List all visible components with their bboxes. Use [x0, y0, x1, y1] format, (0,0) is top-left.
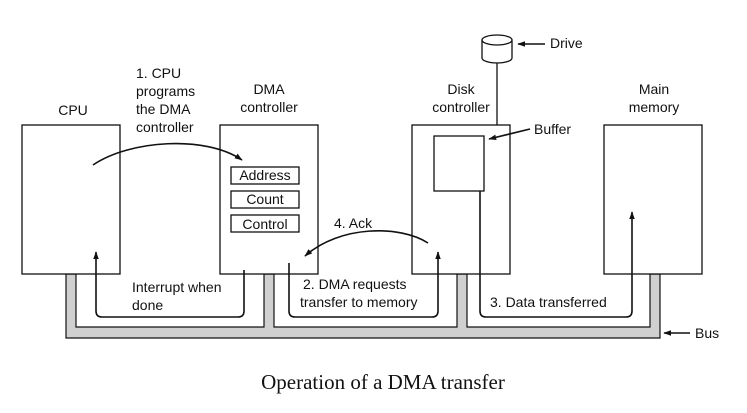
dma-register-count-label: Count	[246, 191, 283, 207]
cpu-box	[21, 124, 121, 275]
step4-ack-label: 4. Ack	[334, 215, 373, 231]
step2-label-line1: 2. DMA requests	[303, 276, 407, 292]
drive-icon	[481, 34, 513, 64]
drive-label: Drive	[550, 35, 583, 51]
dma-register-control: Control	[230, 214, 300, 233]
step1-arrow	[92, 142, 243, 166]
main-memory-label-line1: Main	[639, 81, 669, 97]
step1-label-line2: programs	[136, 83, 195, 99]
step1-label-line3: the DMA	[136, 101, 191, 117]
cpu-label: CPU	[58, 102, 88, 118]
step2-label-line2: transfer to memory	[300, 294, 417, 310]
dma-register-control-label: Control	[242, 216, 287, 232]
disk-controller-label-line1: Disk	[447, 81, 475, 97]
dma-controller-label-line2: controller	[240, 99, 298, 115]
dma-register-address: Address	[230, 166, 300, 185]
dma-controller-label-line1: DMA	[253, 81, 285, 97]
interrupt-label-line1: Interrupt when	[132, 279, 222, 295]
dma-register-count: Count	[230, 190, 300, 209]
main-memory-box	[603, 124, 703, 275]
buffer-pointer-arrow	[488, 128, 531, 141]
step1-label-line1: 1. CPU	[136, 65, 181, 81]
bus-label: Bus	[695, 325, 719, 341]
step3-label: 3. Data transferred	[490, 294, 607, 310]
dma-register-address-label: Address	[239, 167, 290, 183]
buffer-label: Buffer	[534, 121, 571, 137]
diagram-caption: Operation of a DMA transfer	[261, 370, 505, 394]
interrupt-label-line2: done	[132, 297, 163, 313]
step3-arrow	[479, 191, 635, 318]
disk-controller-label-line2: controller	[432, 99, 490, 115]
step4-ack-arrow	[304, 230, 429, 257]
step2-arrow	[288, 251, 441, 318]
interrupt-arrow	[93, 251, 245, 318]
main-memory-label-line2: memory	[629, 99, 680, 115]
step1-label-line4: controller	[136, 119, 194, 135]
disk-buffer-box	[433, 135, 485, 192]
